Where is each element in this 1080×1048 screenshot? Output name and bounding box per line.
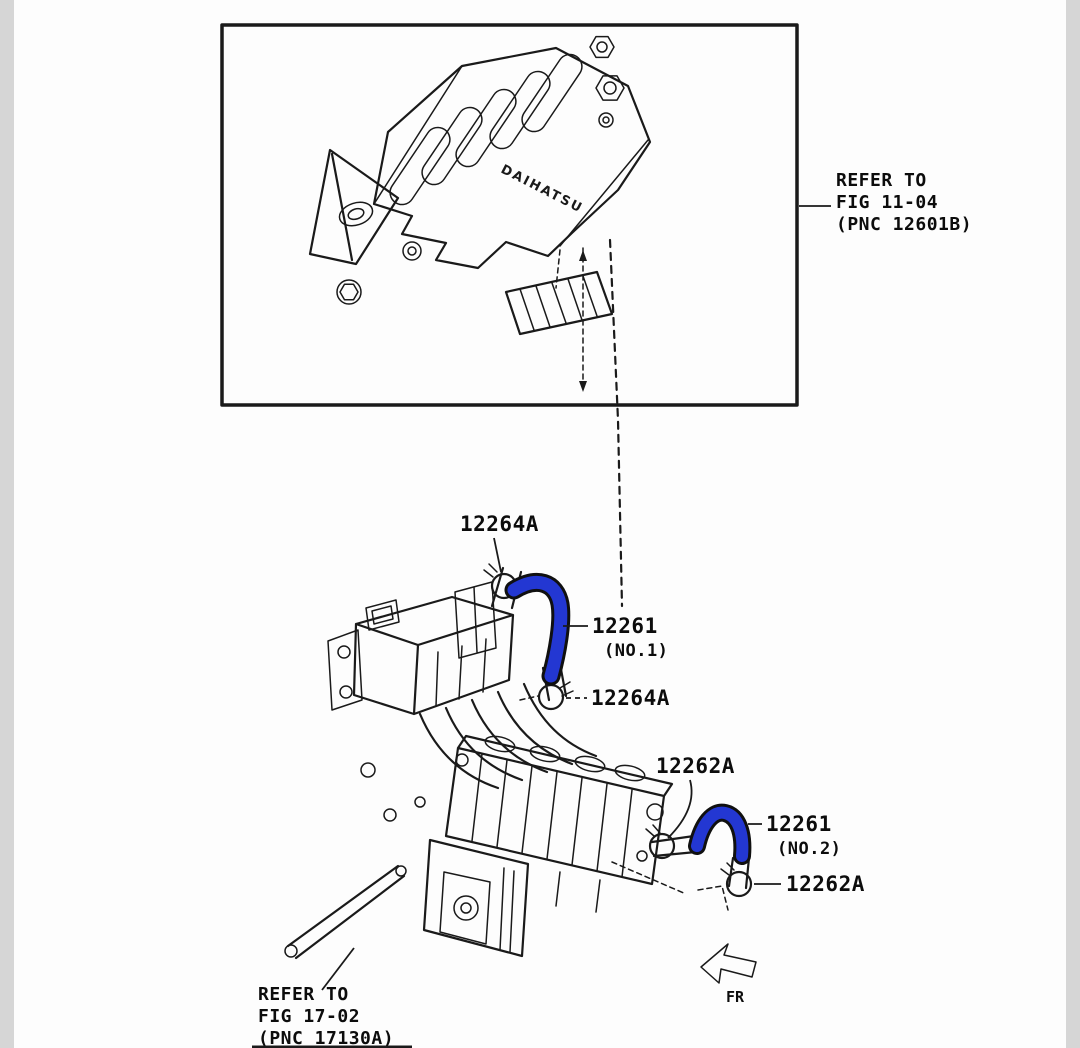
flange-bolt — [339, 685, 353, 699]
hose-12261-no2 — [688, 803, 752, 865]
clamp2-upper-curved-leader — [667, 779, 693, 839]
bolt-circle — [414, 796, 426, 808]
clamp-12262a-upper — [645, 824, 676, 860]
label-12261-no1: 12261 — [592, 614, 658, 638]
figure-box-border — [220, 23, 799, 407]
engine-cover-outline — [372, 46, 652, 270]
refer-top-note: REFER TO FIG 11-04 (PNC 12601B) — [836, 170, 972, 235]
hose2-body — [691, 806, 749, 862]
cover-slot — [421, 106, 483, 186]
clamp-screw — [559, 681, 574, 697]
refer-bottom-leader — [321, 947, 355, 991]
lower-block — [422, 838, 530, 958]
bolt-circle — [336, 279, 362, 305]
block-port-circle-inner — [460, 902, 472, 914]
cover-end-circle — [636, 850, 648, 862]
front-direction-marker: FR — [700, 943, 757, 1006]
cam-cover-boss — [529, 745, 561, 763]
plenum-body — [352, 595, 515, 716]
cover-end-circle — [646, 803, 664, 821]
refer-bottom-line3: (PNC 17130A) — [258, 1028, 394, 1048]
cover-left-end-cap — [308, 148, 400, 266]
label-12262a-upper: 12262A — [656, 754, 735, 778]
clamp-screw — [720, 862, 735, 876]
paper — [14, 0, 1066, 1048]
refer-top-line2: FIG 11-04 — [836, 192, 938, 213]
cover-slot — [489, 70, 551, 150]
cover-to-hose-dashed-leader — [608, 238, 624, 608]
cover-slot — [521, 53, 583, 133]
cam-cover-boss — [484, 735, 516, 753]
label-12261-no2: 12261 — [766, 812, 832, 836]
cam-cover-boss — [574, 755, 606, 773]
bolt-circle — [603, 81, 617, 95]
cam-cover-boss — [614, 764, 646, 782]
flange-bolt — [337, 645, 351, 659]
cover-end-circle — [455, 753, 469, 767]
dipstick-end — [284, 944, 298, 958]
cover-to-grille-dashes — [555, 249, 561, 289]
refer-bottom-line1: REFER TO — [258, 984, 349, 1005]
label-12261-no1-sub: (NO.1) — [604, 641, 668, 661]
cover-bolt-hexes — [589, 35, 625, 101]
refer-bottom-line2: FIG 17-02 — [258, 1006, 360, 1027]
clamp-screw — [645, 824, 661, 837]
label-leader-lines — [493, 537, 781, 885]
dipstick-fitting — [395, 865, 407, 877]
plenum-face-lines — [435, 638, 487, 707]
valve-cover-ribs — [471, 753, 633, 878]
clamp-ring — [648, 832, 676, 860]
hose1-body — [507, 576, 568, 683]
plenum-upper-bracket — [454, 581, 497, 659]
block-port-circle — [453, 895, 479, 921]
bolt-circle — [360, 762, 376, 778]
refer-top-line3: (PNC 12601B) — [836, 214, 972, 235]
plenum-flange — [327, 629, 363, 711]
label-12264a-mid: 12264A — [591, 686, 670, 710]
washer-circle-inner — [602, 116, 610, 124]
bolt-hex — [339, 283, 359, 301]
plenum-top-port — [365, 599, 400, 631]
bolt-circle — [596, 41, 608, 53]
hidden-line-dashes — [519, 695, 729, 911]
hose-12261-no1 — [504, 573, 571, 686]
bolt-circle — [383, 808, 397, 822]
valve-cover-outline — [444, 734, 674, 886]
clamp-ring — [725, 870, 753, 898]
label-12264a-top: 12264A — [460, 512, 539, 536]
label-12262a-lower: 12262A — [786, 872, 865, 896]
end-cap-hole-inner — [347, 207, 365, 221]
engine-cover-fold-lines — [373, 65, 649, 247]
lower-block-window — [439, 867, 515, 953]
fr-label: FR — [726, 988, 745, 1006]
label-12261-no2-sub: (NO.2) — [777, 839, 841, 859]
clamp-12262a-lower — [720, 862, 753, 898]
cover-slot — [455, 88, 517, 168]
refer-top-line1: REFER TO — [836, 170, 927, 191]
hose2-right-stub — [727, 856, 751, 890]
clamp-screw — [483, 563, 498, 578]
end-cap-hole — [338, 201, 374, 227]
grommet-circle-inner — [407, 246, 417, 256]
grommet-circle — [402, 241, 422, 261]
dipstick-tube — [286, 864, 406, 960]
refer-bottom-note: REFER TO FIG 17-02 (PNC 17130A) — [252, 984, 412, 1048]
grille-hatch-lines — [519, 275, 598, 331]
grille-plate — [504, 270, 614, 336]
block-feet-lines — [555, 871, 601, 913]
fr-arrow-icon — [700, 943, 757, 984]
washer-circle — [598, 112, 614, 128]
